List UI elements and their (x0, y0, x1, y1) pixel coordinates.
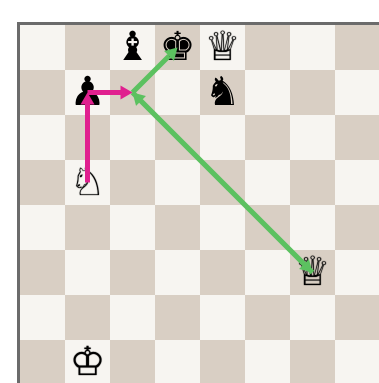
square-e2[interactable] (200, 295, 245, 340)
white-knight-piece[interactable]: ♘ (65, 160, 110, 205)
square-e6[interactable] (200, 115, 245, 160)
square-a8[interactable] (20, 25, 65, 70)
chess-board-frame: ♝♚♕♟♞♘♕♔ (17, 22, 379, 383)
square-h1[interactable] (335, 340, 379, 383)
square-c5[interactable] (110, 160, 155, 205)
white-king-piece[interactable]: ♔ (65, 340, 110, 383)
square-a6[interactable] (20, 115, 65, 160)
square-f6[interactable] (245, 115, 290, 160)
square-c3[interactable] (110, 250, 155, 295)
square-f2[interactable] (245, 295, 290, 340)
square-h7[interactable] (335, 70, 379, 115)
square-d2[interactable] (155, 295, 200, 340)
square-b2[interactable] (65, 295, 110, 340)
square-f3[interactable] (245, 250, 290, 295)
square-g5[interactable] (290, 160, 335, 205)
square-h2[interactable] (335, 295, 379, 340)
square-b4[interactable] (65, 205, 110, 250)
square-g1[interactable] (290, 340, 335, 383)
black-bishop-piece[interactable]: ♝ (110, 25, 155, 70)
square-e4[interactable] (200, 205, 245, 250)
square-a1[interactable] (20, 340, 65, 383)
square-c7[interactable] (110, 70, 155, 115)
square-g8[interactable] (290, 25, 335, 70)
square-f4[interactable] (245, 205, 290, 250)
chess-board[interactable]: ♝♚♕♟♞♘♕♔ (20, 25, 379, 383)
square-c2[interactable] (110, 295, 155, 340)
square-d4[interactable] (155, 205, 200, 250)
square-d5[interactable] (155, 160, 200, 205)
square-h5[interactable] (335, 160, 379, 205)
square-d1[interactable] (155, 340, 200, 383)
square-c1[interactable] (110, 340, 155, 383)
black-pawn-piece[interactable]: ♟ (65, 70, 110, 115)
square-e3[interactable] (200, 250, 245, 295)
square-f1[interactable] (245, 340, 290, 383)
square-e1[interactable] (200, 340, 245, 383)
white-queen-g3-piece[interactable]: ♕ (290, 250, 335, 295)
square-a7[interactable] (20, 70, 65, 115)
square-a4[interactable] (20, 205, 65, 250)
square-g2[interactable] (290, 295, 335, 340)
square-f8[interactable] (245, 25, 290, 70)
square-b6[interactable] (65, 115, 110, 160)
square-d7[interactable] (155, 70, 200, 115)
square-d3[interactable] (155, 250, 200, 295)
square-a5[interactable] (20, 160, 65, 205)
square-c6[interactable] (110, 115, 155, 160)
black-knight-piece[interactable]: ♞ (200, 70, 245, 115)
square-c4[interactable] (110, 205, 155, 250)
black-king-piece[interactable]: ♚ (155, 25, 200, 70)
white-queen-e8-piece[interactable]: ♕ (200, 25, 245, 70)
square-d6[interactable] (155, 115, 200, 160)
square-h3[interactable] (335, 250, 379, 295)
square-b3[interactable] (65, 250, 110, 295)
square-f7[interactable] (245, 70, 290, 115)
square-f5[interactable] (245, 160, 290, 205)
square-g4[interactable] (290, 205, 335, 250)
square-g7[interactable] (290, 70, 335, 115)
square-g6[interactable] (290, 115, 335, 160)
square-h4[interactable] (335, 205, 379, 250)
square-h8[interactable] (335, 25, 379, 70)
square-b8[interactable] (65, 25, 110, 70)
square-a2[interactable] (20, 295, 65, 340)
square-a3[interactable] (20, 250, 65, 295)
square-h6[interactable] (335, 115, 379, 160)
square-e5[interactable] (200, 160, 245, 205)
